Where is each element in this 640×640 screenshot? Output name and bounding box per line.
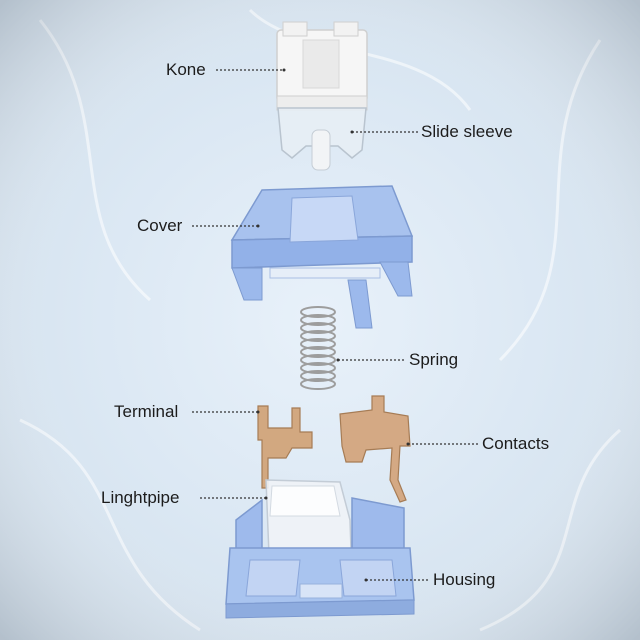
housing-part (225, 497, 415, 619)
label-contacts: Contacts (482, 434, 550, 453)
terminal-part (257, 405, 313, 489)
label-lightpipe: Linghtpipe (101, 488, 180, 507)
label-spring: Spring (409, 350, 459, 369)
label-cover: Cover (137, 216, 183, 235)
slide-sleeve-part (277, 107, 367, 171)
leader-lines (192, 68, 478, 582)
spring-part (300, 306, 336, 390)
kone-part (276, 21, 368, 111)
cover-part (230, 185, 414, 329)
label-terminal: Terminal (114, 402, 179, 421)
label-housing: Housing (433, 570, 496, 589)
contacts-part (339, 395, 411, 503)
label-slide-sleeve: Slide sleeve (421, 122, 513, 141)
label-kone: Kone (166, 60, 206, 79)
